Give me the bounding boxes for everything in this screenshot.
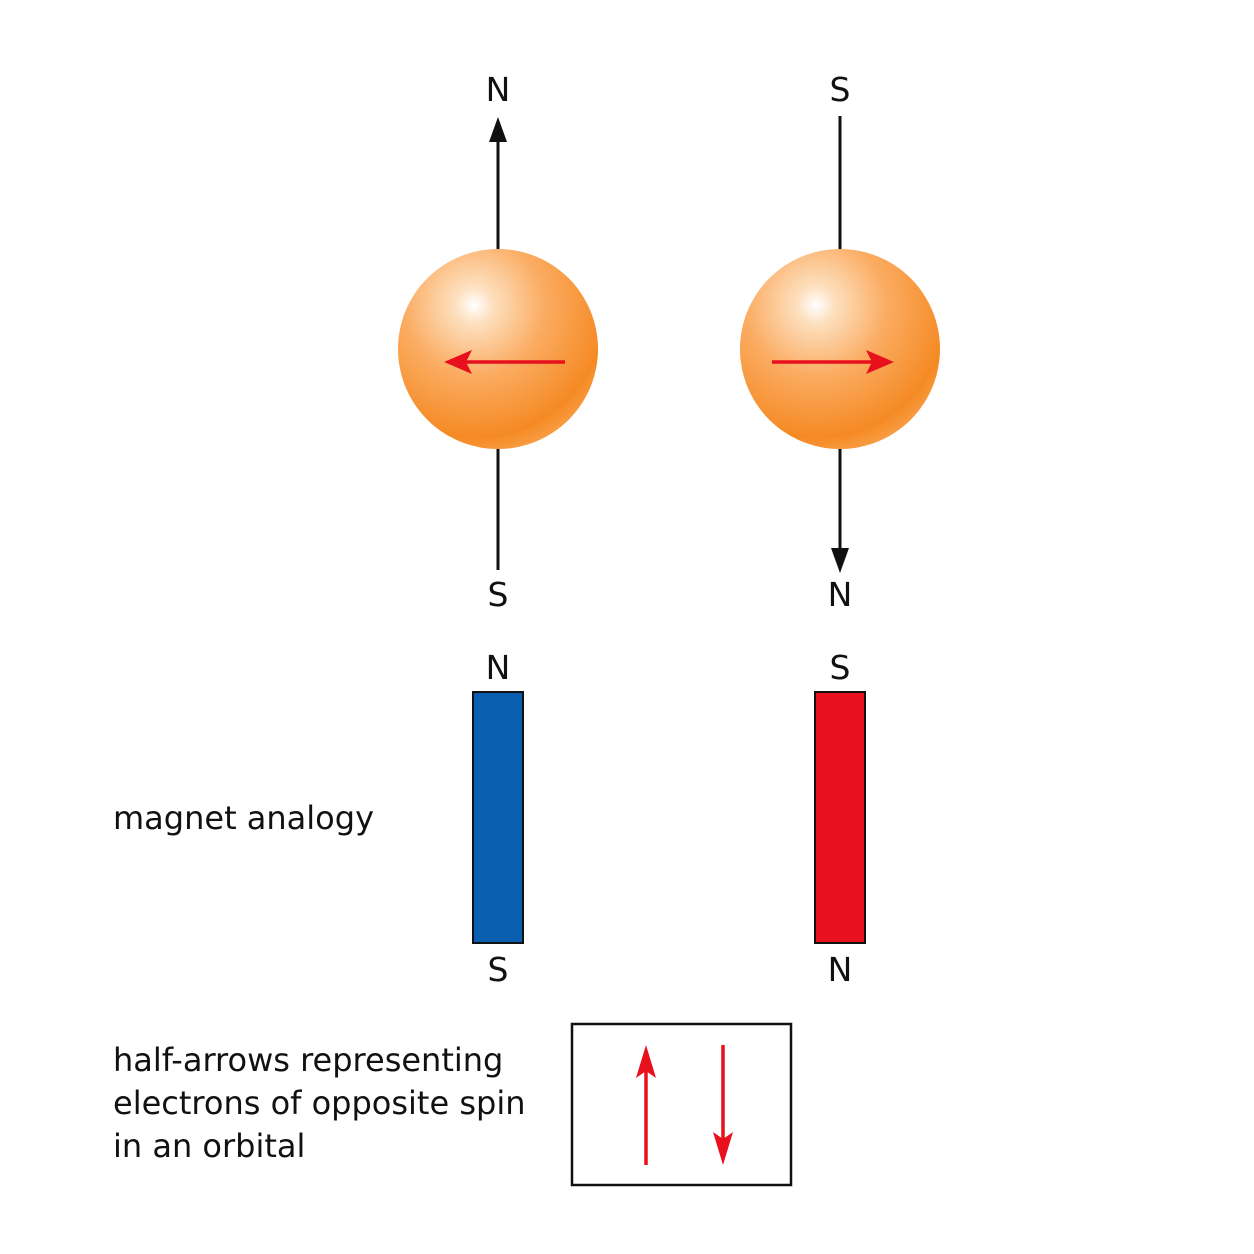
magnet-1-top-pole-label: N — [486, 648, 511, 687]
magnet-analogy-caption: magnet analogy — [113, 799, 374, 837]
half-arrows-caption-line-1: half-arrows representing — [113, 1041, 503, 1079]
electron-spin-down: S N — [740, 70, 940, 614]
half-arrows-caption: half-arrows representing electrons of op… — [113, 1041, 536, 1165]
electron-spin-up: N S — [398, 70, 598, 614]
electron-1-bottom-pole-label: S — [488, 575, 509, 614]
magnet-2-top-pole-label: S — [830, 648, 851, 687]
magnet-1-bottom-pole-label: S — [488, 950, 509, 989]
electron-1-north-arrowhead-icon — [489, 117, 507, 142]
electron-2-north-arrowhead-icon — [831, 548, 849, 573]
electron-1-sphere — [398, 249, 598, 449]
orbital-box-frame — [570, 1022, 793, 1187]
half-arrows-caption-line-3: in an orbital — [113, 1127, 305, 1165]
electron-2-top-pole-label: S — [830, 70, 851, 109]
magnet-1: N S — [472, 648, 524, 989]
spin-up-half-arrow-icon — [636, 1045, 656, 1078]
magnet-2-bar — [814, 691, 866, 944]
magnet-2-bottom-pole-label: N — [828, 950, 853, 989]
electron-2-bottom-pole-label: N — [828, 575, 853, 614]
electron-2-sphere — [740, 249, 940, 449]
electron-2-spin-arrow-right-icon — [866, 350, 894, 374]
electron-1-top-pole-label: N — [486, 70, 511, 109]
spin-down-half-arrow-icon — [713, 1132, 733, 1165]
orbital-box — [570, 1022, 793, 1187]
electron-1-spin-arrow-left-icon — [444, 350, 472, 374]
half-arrows-caption-line-2: electrons of opposite spin — [113, 1084, 525, 1122]
magnet-2: S N — [814, 648, 866, 989]
magnet-1-bar — [472, 691, 524, 944]
